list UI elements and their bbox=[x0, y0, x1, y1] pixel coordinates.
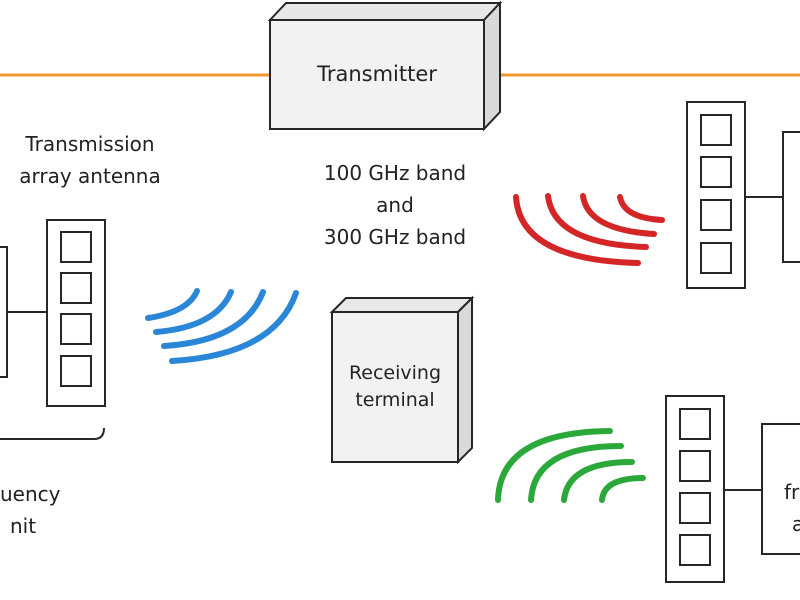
receiving-terminal-box bbox=[329, 295, 475, 465]
left-unit-partial-box bbox=[0, 246, 47, 378]
red-radio-waves bbox=[513, 193, 665, 266]
tx-array-antenna bbox=[46, 219, 106, 407]
bands-line2: and bbox=[376, 193, 414, 217]
receiving-terminal-line2: terminal bbox=[355, 389, 435, 411]
green-radio-waves bbox=[495, 428, 646, 503]
bands-line3: 300 GHz band bbox=[323, 225, 467, 249]
transmitter-box bbox=[267, 0, 503, 132]
left-bracket bbox=[0, 427, 105, 440]
right-unit-line2: a bbox=[792, 512, 800, 536]
left-unit-line2: nit bbox=[10, 514, 37, 538]
bands-label: 100 GHz band and 300 GHz band bbox=[300, 157, 490, 253]
left-unit-line1: uency bbox=[0, 482, 61, 506]
rx-array-antenna-upper bbox=[686, 101, 800, 289]
blue-radio-waves bbox=[145, 288, 299, 364]
tx-antenna-label: Transmission array antenna bbox=[0, 128, 180, 192]
receiving-terminal-label: Receiving terminal bbox=[332, 360, 458, 414]
transmitter-label: Transmitter bbox=[317, 62, 437, 86]
bands-line1: 100 GHz band bbox=[323, 161, 467, 185]
tx-antenna-line2: array antenna bbox=[19, 164, 161, 188]
left-unit-label: uency nit bbox=[0, 478, 61, 542]
right-unit-label: fr a bbox=[784, 476, 800, 540]
receiving-terminal-line1: Receiving bbox=[348, 362, 442, 384]
right-unit-line1: fr bbox=[784, 480, 800, 504]
rx-array-antenna-lower bbox=[665, 395, 800, 583]
tx-antenna-line1: Transmission bbox=[25, 132, 155, 156]
